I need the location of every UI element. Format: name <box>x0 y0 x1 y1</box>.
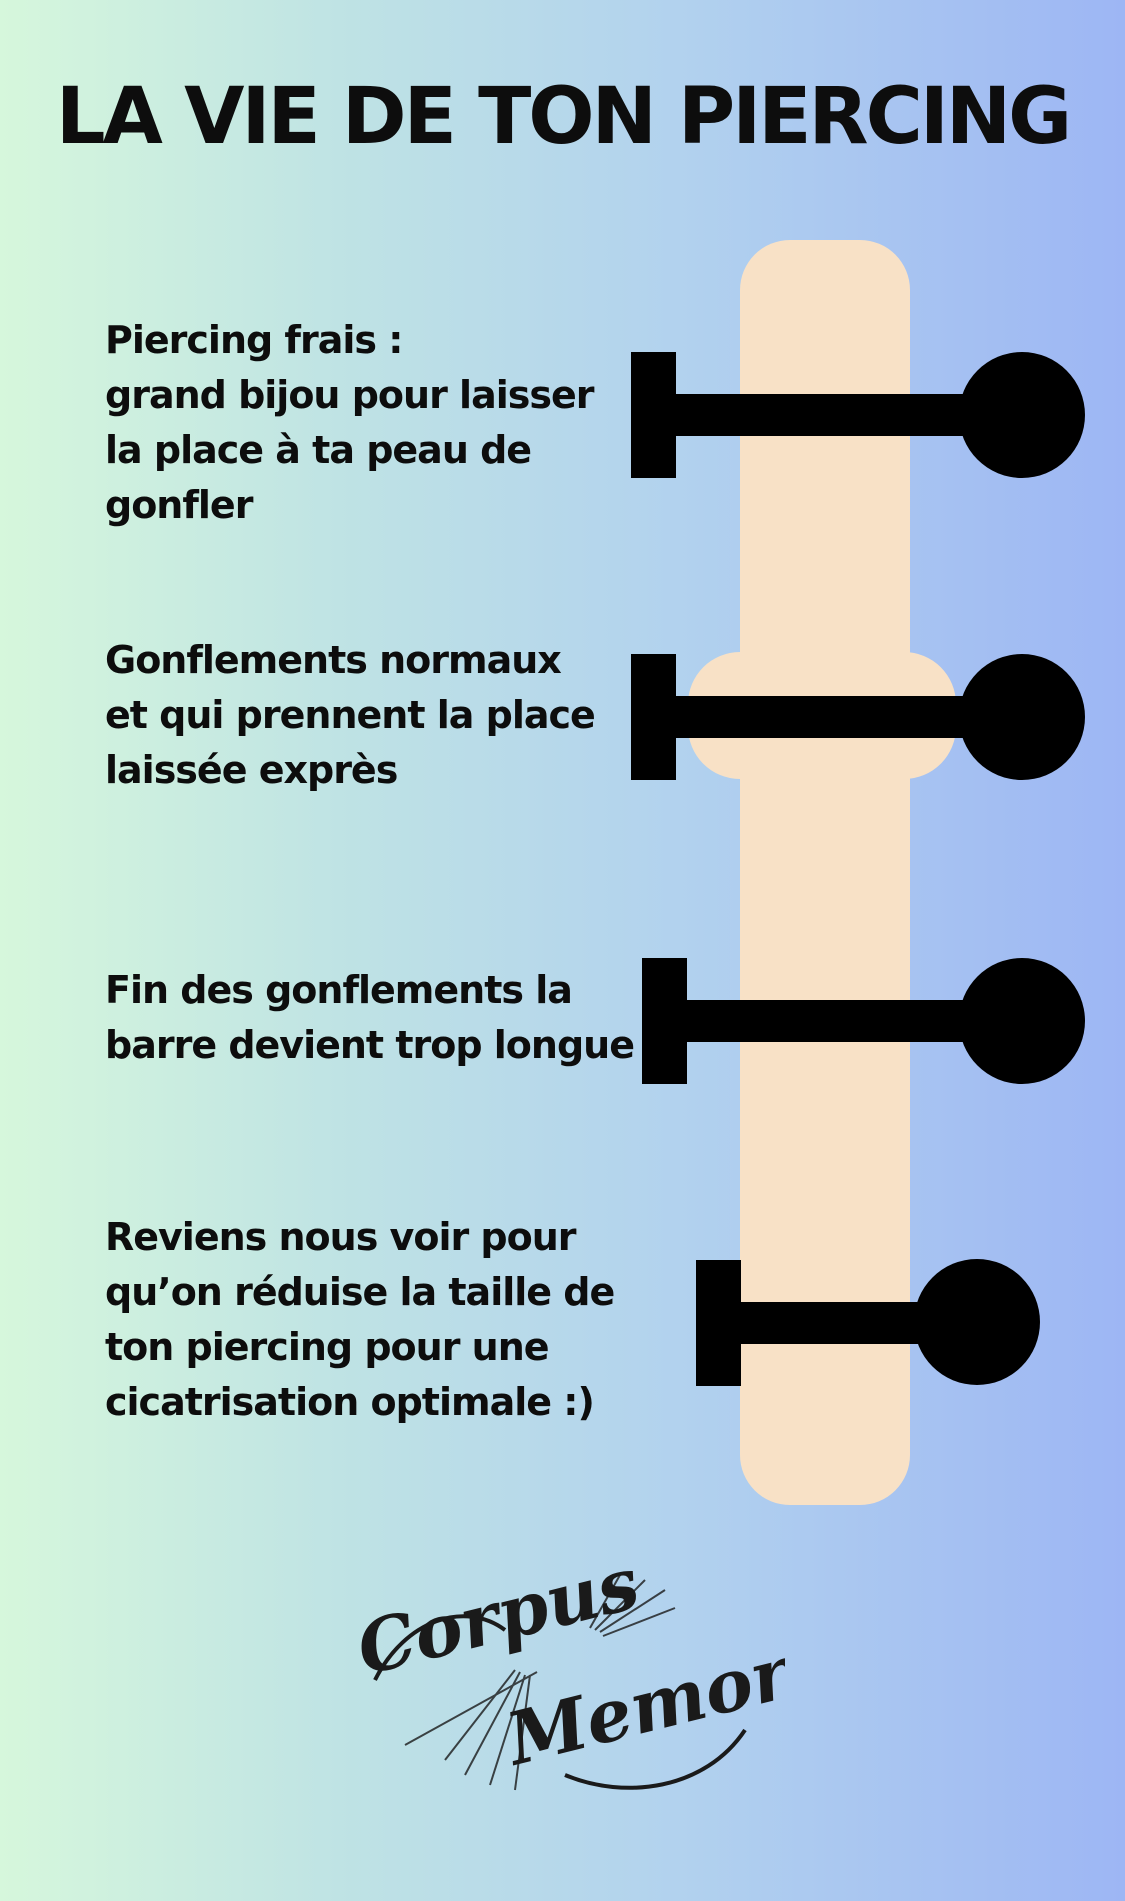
step-end-of-swelling-text: Fin des gonflements la barre devient tro… <box>105 963 635 1073</box>
step-line: Gonflements normaux <box>105 638 562 682</box>
barbell-bar <box>676 696 1006 738</box>
logo-graphic: Corpus Memori <box>349 1540 825 1791</box>
step-line: ton piercing pour une <box>105 1325 550 1369</box>
step-line: Fin des gonflements la <box>105 968 573 1012</box>
corpus-memori-logo: Corpus Memori <box>345 1540 825 1810</box>
barbell-swelling <box>631 654 1085 780</box>
step-line: grand bijou pour laisser <box>105 373 594 417</box>
barbell-ball <box>914 1259 1040 1385</box>
step-line: Piercing frais : <box>105 318 403 362</box>
barbell-back <box>642 958 687 1084</box>
barbell-bar <box>687 1000 1007 1042</box>
barbell-back <box>631 654 676 780</box>
step-line: et qui prennent la place <box>105 693 596 737</box>
barbell-ball <box>959 958 1085 1084</box>
step-line: gonfler <box>105 483 253 527</box>
barbell-bar <box>676 394 1006 436</box>
barbell-ball <box>959 654 1085 780</box>
barbell-back <box>696 1260 741 1386</box>
barbell-too-long <box>642 958 1085 1084</box>
barbell-shortened <box>696 1259 1040 1386</box>
logo-word-corpus: Corpus <box>349 1560 648 1691</box>
skin-strip <box>740 240 910 1505</box>
step-fresh-piercing-text: Piercing frais : grand bijou pour laisse… <box>105 313 594 533</box>
step-line: barre devient trop longue <box>105 1023 635 1067</box>
barbell-back <box>631 352 676 478</box>
step-line: qu’on réduise la taille de <box>105 1270 615 1314</box>
step-come-back-text: Reviens nous voir pour qu’on réduise la … <box>105 1210 615 1430</box>
step-normal-swelling-text: Gonflements normaux et qui prennent la p… <box>105 633 596 798</box>
page-title: LA VIE DE TON PIERCING <box>55 72 1072 162</box>
step-line: cicatrisation optimale :) <box>105 1380 595 1424</box>
barbell-ball <box>959 352 1085 478</box>
step-line: Reviens nous voir pour <box>105 1215 577 1259</box>
step-line: laissée exprès <box>105 748 398 792</box>
step-line: la place à ta peau de <box>105 428 532 472</box>
barbell-fresh <box>631 352 1085 478</box>
